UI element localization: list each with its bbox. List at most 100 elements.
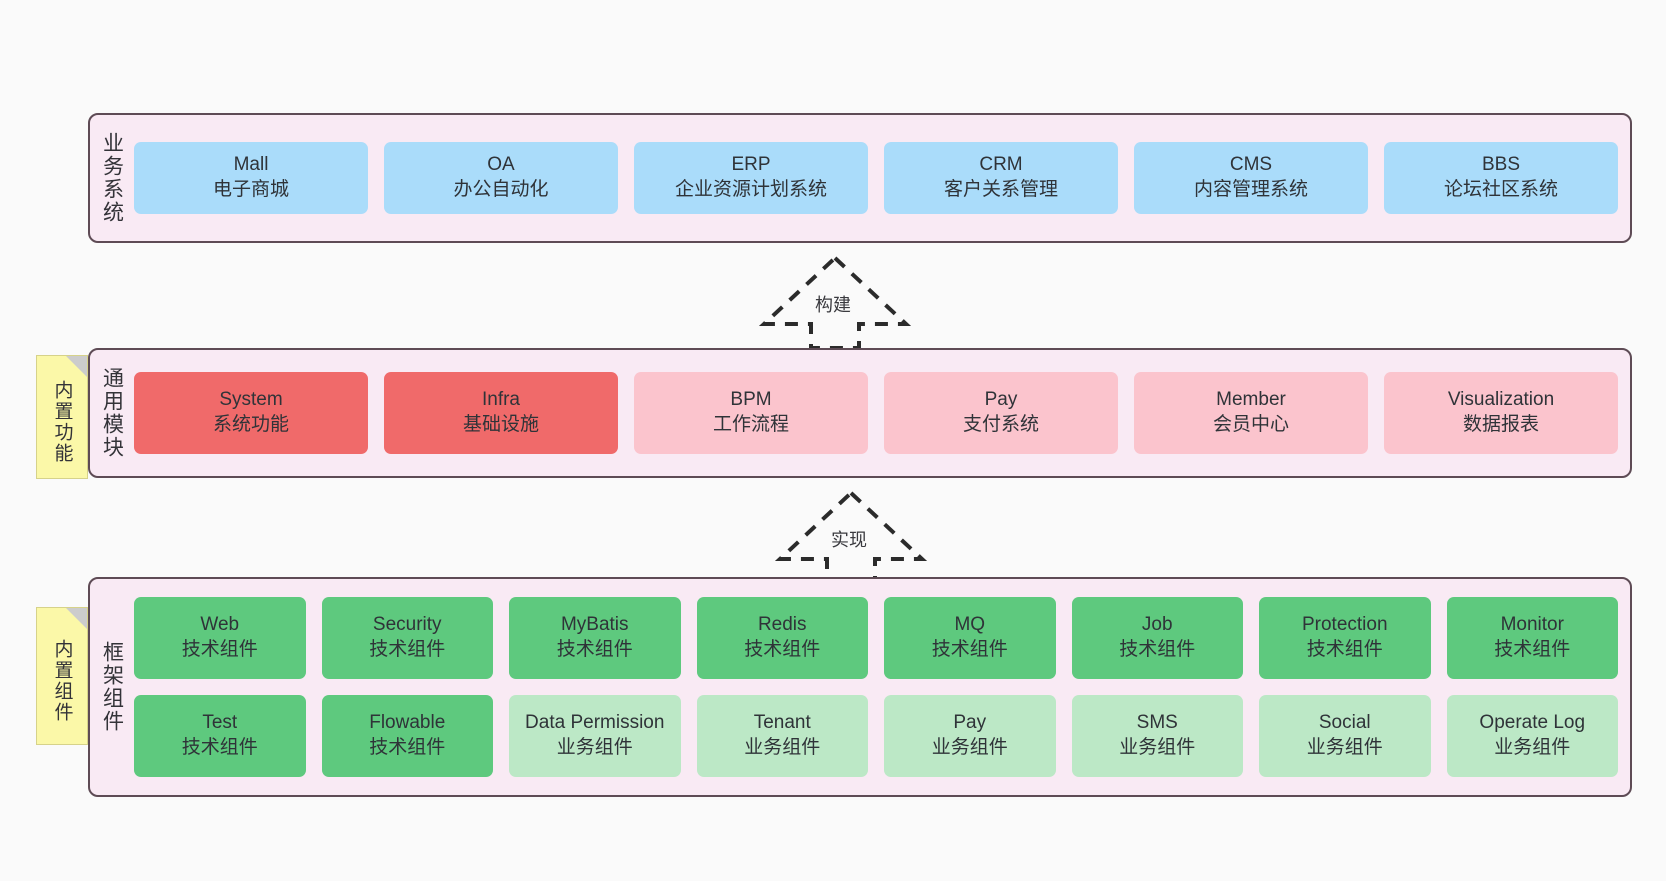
box-title: ERP [731,154,771,176]
arrow-build-label: 构建 [812,291,854,317]
box-title: Redis [757,614,807,636]
box-mall[interactable]: Mall 电子商城 [134,142,368,214]
box-sms[interactable]: SMS 业务组件 [1071,695,1243,777]
box-pay-module[interactable]: Pay 支付系统 [884,372,1118,454]
box-title: Social [1318,712,1371,734]
box-subtitle: 业务组件 [1119,737,1196,758]
box-title: MyBatis [560,614,629,636]
box-subtitle: 技术组件 [181,737,258,758]
box-title: BBS [1481,154,1521,176]
layer-framework-components-label: 框架组件 [100,641,124,733]
box-cms[interactable]: CMS 内容管理系统 [1134,142,1368,214]
box-row: Test 技术组件 Flowable 技术组件 Data Permission … [134,695,1618,777]
note-label: 内置组件 [51,639,73,723]
box-subtitle: 企业资源计划系统 [674,179,827,200]
box-infra[interactable]: Infra 基础设施 [384,372,618,454]
box-title: CMS [1229,154,1273,176]
box-title: CRM [979,154,1023,176]
box-title: Protection [1301,614,1388,636]
box-title: Data Permission [525,712,665,734]
box-monitor[interactable]: Monitor 技术组件 [1446,597,1618,679]
arrow-implement-label: 实现 [828,526,870,552]
box-title: Flowable [369,712,446,734]
arrow-implement: 实现 [756,487,946,585]
box-visualization[interactable]: Visualization 数据报表 [1384,372,1618,454]
box-row: Web 技术组件 Security 技术组件 MyBatis 技术组件 Redi… [134,597,1618,679]
box-redis[interactable]: Redis 技术组件 [696,597,868,679]
box-title: Security [372,614,442,636]
box-social[interactable]: Social 业务组件 [1259,695,1431,777]
layer-business-systems-label: 业务系统 [100,132,124,224]
box-erp[interactable]: ERP 企业资源计划系统 [634,142,868,214]
box-subtitle: 论坛社区系统 [1443,179,1558,200]
box-protection[interactable]: Protection 技术组件 [1259,597,1431,679]
layer-business-systems: 业务系统 Mall 电子商城 OA 办公自动化 ERP 企业资源计划系统 CRM… [88,113,1632,243]
box-title: Tenant [753,712,811,734]
box-crm[interactable]: CRM 客户关系管理 [884,142,1118,214]
box-title: Job [1141,614,1173,636]
box-subtitle: 技术组件 [369,737,446,758]
box-oa[interactable]: OA 办公自动化 [384,142,618,214]
box-title: Infra [481,389,521,411]
box-test[interactable]: Test 技术组件 [134,695,306,777]
box-member[interactable]: Member 会员中心 [1134,372,1368,454]
box-title: System [219,389,283,411]
box-title: BPM [730,389,772,411]
box-subtitle: 客户关系管理 [943,179,1058,200]
layer-general-modules: 通用模块 System 系统功能 Infra 基础设施 BPM 工作流程 Pay… [88,348,1632,478]
box-web[interactable]: Web 技术组件 [134,597,306,679]
note-label: 内置功能 [51,380,73,464]
box-mybatis[interactable]: MyBatis 技术组件 [509,597,681,679]
box-subtitle: 技术组件 [369,639,446,660]
box-title: Pay [953,712,987,734]
box-title: MQ [954,614,986,636]
box-tenant[interactable]: Tenant 业务组件 [696,695,868,777]
box-subtitle: 系统功能 [212,414,289,435]
box-subtitle: 技术组件 [556,639,633,660]
arrow-build: 构建 [740,252,930,350]
box-system[interactable]: System 系统功能 [134,372,368,454]
box-subtitle: 技术组件 [1306,639,1383,660]
box-title: Monitor [1500,614,1564,636]
box-subtitle: 业务组件 [556,737,633,758]
layer-framework-components: 框架组件 Web 技术组件 Security 技术组件 MyBatis 技术组件… [88,577,1632,797]
layer-general-modules-label: 通用模块 [100,367,124,459]
box-subtitle: 办公自动化 [453,179,549,200]
box-pay-component[interactable]: Pay 业务组件 [884,695,1056,777]
box-subtitle: 数据报表 [1462,414,1539,435]
box-subtitle: 技术组件 [1119,639,1196,660]
note-fold-icon [66,608,87,629]
box-subtitle: 业务组件 [1494,737,1571,758]
box-bpm[interactable]: BPM 工作流程 [634,372,868,454]
box-subtitle: 技术组件 [181,639,258,660]
box-title: Visualization [1447,389,1555,411]
note-builtin-features: 内置功能 [36,355,88,479]
box-subtitle: 技术组件 [931,639,1008,660]
note-fold-icon [66,356,87,377]
box-operate-log[interactable]: Operate Log 业务组件 [1446,695,1618,777]
box-subtitle: 技术组件 [744,639,821,660]
box-security[interactable]: Security 技术组件 [321,597,493,679]
layer-business-systems-body: Mall 电子商城 OA 办公自动化 ERP 企业资源计划系统 CRM 客户关系… [134,115,1630,241]
box-title: Test [202,712,238,734]
box-row: System 系统功能 Infra 基础设施 BPM 工作流程 Pay 支付系统… [134,372,1618,454]
layer-framework-components-body: Web 技术组件 Security 技术组件 MyBatis 技术组件 Redi… [134,579,1630,795]
box-subtitle: 技术组件 [1494,639,1571,660]
box-subtitle: 业务组件 [1306,737,1383,758]
box-subtitle: 支付系统 [962,414,1039,435]
box-subtitle: 业务组件 [744,737,821,758]
box-title: Pay [984,389,1018,411]
box-bbs[interactable]: BBS 论坛社区系统 [1384,142,1618,214]
box-title: OA [487,154,515,176]
note-builtin-components: 内置组件 [36,607,88,745]
box-job[interactable]: Job 技术组件 [1071,597,1243,679]
box-mq[interactable]: MQ 技术组件 [884,597,1056,679]
box-title: Mall [233,154,269,176]
box-subtitle: 电子商城 [212,179,289,200]
box-flowable[interactable]: Flowable 技术组件 [321,695,493,777]
box-subtitle: 工作流程 [712,414,789,435]
box-data-permission[interactable]: Data Permission 业务组件 [509,695,681,777]
box-subtitle: 会员中心 [1212,414,1289,435]
box-title: Member [1216,389,1286,411]
